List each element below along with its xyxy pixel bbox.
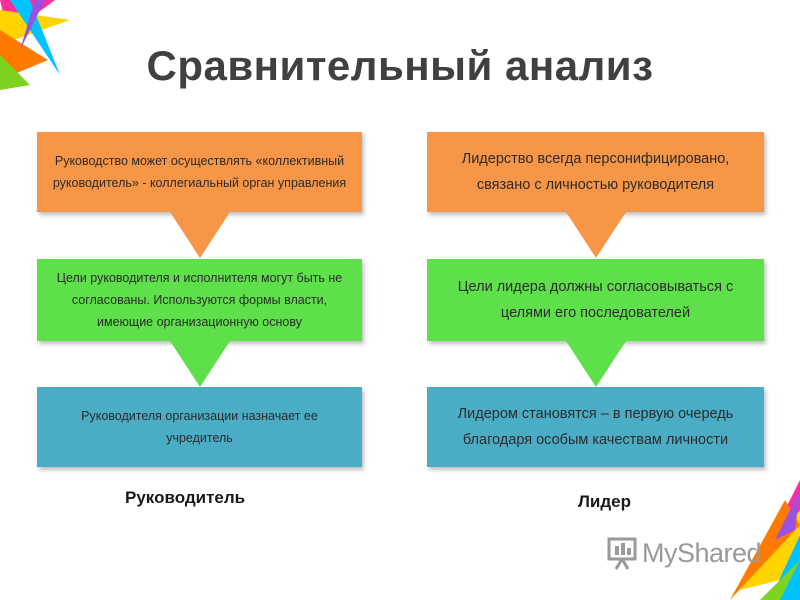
left-box-3-text: Руководителя организации назначает ее уч… (81, 409, 318, 445)
right-box-3-text: Лидером становятся – в первую очередь бл… (457, 406, 734, 448)
presentation-icon (607, 537, 637, 570)
right-box-2-text: Цели лидера должны согласовываться с цел… (457, 279, 734, 321)
right-arrow-1 (566, 212, 626, 258)
right-caption: Лидер (578, 492, 632, 511)
watermark-logo: MyShared (606, 536, 762, 570)
left-box-2-text: Цели руководителя и исполнителя могут бы… (56, 271, 343, 329)
right-box-1: Лидерство всегда персонифицировано, связ… (427, 132, 764, 212)
left-arrow-2 (170, 341, 230, 387)
page-title: Сравнительный анализ (146, 42, 654, 89)
left-arrow-1 (170, 212, 230, 258)
top-left-decoration (0, 0, 70, 90)
bottom-right-decoration (730, 480, 800, 600)
right-box-2: Цели лидера должны согласовываться с цел… (427, 259, 764, 341)
watermark-text: MyShared (642, 537, 762, 568)
left-box-1: Руководство может осуществлять «коллекти… (37, 132, 362, 212)
left-box-1-text: Руководство может осуществлять «коллекти… (52, 154, 347, 190)
right-box-1-text: Лидерство всегда персонифицировано, связ… (461, 151, 730, 193)
left-box-2: Цели руководителя и исполнителя могут бы… (37, 259, 362, 341)
right-box-3: Лидером становятся – в первую очередь бл… (427, 387, 764, 467)
left-box-3: Руководителя организации назначает ее уч… (37, 387, 362, 467)
right-arrow-2 (566, 341, 626, 387)
left-caption: Руководитель (125, 488, 246, 507)
